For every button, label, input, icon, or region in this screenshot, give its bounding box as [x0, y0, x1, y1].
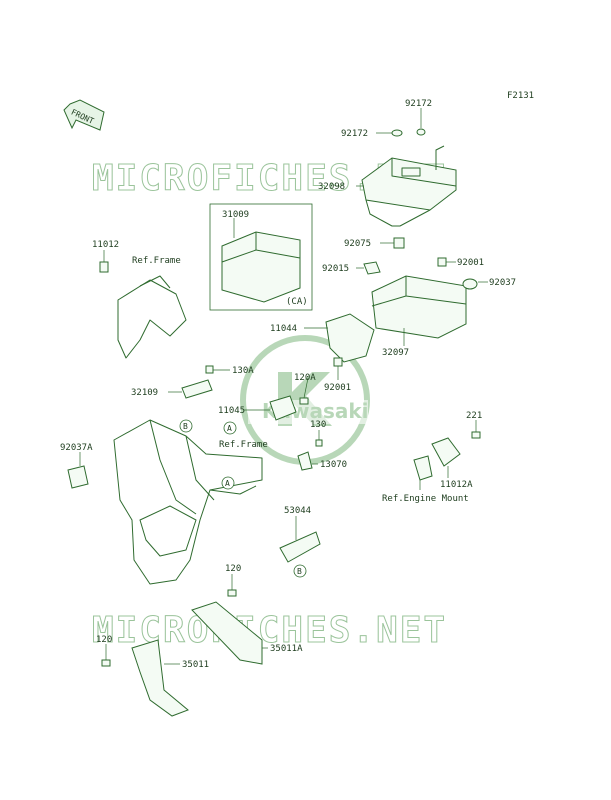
label-32097: 32097 — [382, 348, 409, 358]
svg-text:B: B — [297, 567, 302, 576]
bolt-130 — [315, 439, 323, 447]
bolt-92172-left — [391, 129, 403, 137]
bolt-120-mid — [227, 589, 237, 597]
clamp-92037 — [462, 278, 478, 290]
label-ref-frame-2: Ref.Frame — [219, 440, 268, 450]
label-32109: 32109 — [131, 388, 158, 398]
label-ref-engine-mount: Ref.Engine Mount — [382, 494, 469, 504]
cover-53044 — [279, 531, 321, 563]
bolt-120A — [299, 397, 309, 405]
label-92037: 92037 — [489, 278, 516, 288]
label-221: 221 — [466, 411, 482, 421]
bolt-221 — [471, 431, 481, 439]
main-frame — [113, 419, 263, 585]
label-92075: 92075 — [344, 239, 371, 249]
bolt-92172-top — [416, 128, 426, 136]
label-92001-mid: 92001 — [324, 383, 351, 393]
label-92015: 92015 — [322, 264, 349, 274]
label-130: 130 — [310, 420, 326, 430]
label-35011A: 35011A — [270, 644, 303, 654]
damper-92075 — [393, 237, 405, 249]
battery-case-32097 — [371, 275, 467, 339]
pad-32109 — [181, 379, 213, 399]
frame-ref-upper — [117, 275, 187, 359]
bracket-11044 — [325, 313, 375, 363]
clamp-92037A — [67, 465, 89, 489]
svg-text:B: B — [183, 422, 188, 431]
front-arrow: FRONT — [63, 99, 105, 131]
label-35011: 35011 — [182, 660, 209, 670]
figure-code: F2131 — [507, 91, 534, 101]
bracket-11045 — [269, 395, 297, 421]
label-11012A: 11012A — [440, 480, 473, 490]
callout-a-1: A — [223, 421, 237, 435]
engine-mount-ref — [413, 455, 433, 481]
label-92172-top: 92172 — [405, 99, 432, 109]
label-11044: 11044 — [270, 324, 297, 334]
label-120A: 120A — [294, 373, 316, 383]
bolt-92001-top — [437, 257, 447, 267]
label-120-left: 120 — [96, 635, 112, 645]
callout-a-2: A — [221, 476, 235, 490]
label-13070: 13070 — [320, 460, 347, 470]
plate-35011A — [191, 601, 263, 665]
pipe-11012 — [99, 261, 109, 273]
nut-92001-mid — [333, 357, 343, 367]
bolt-120-left — [101, 659, 111, 667]
label-92001-top: 92001 — [457, 258, 484, 268]
clip-13070 — [297, 451, 313, 471]
battery-case-32098 — [361, 145, 457, 227]
leader-lines — [79, 108, 488, 665]
ca-variant-box — [209, 203, 313, 311]
label-92037A: 92037A — [60, 443, 93, 453]
label-130A: 130A — [232, 366, 254, 376]
bracket-11012A — [431, 437, 461, 467]
label-ref-frame-1: Ref.Frame — [132, 256, 181, 266]
svg-text:A: A — [227, 424, 232, 433]
label-ca: (CA) — [286, 297, 308, 307]
label-53044: 53044 — [284, 506, 311, 516]
label-120-mid: 120 — [225, 564, 241, 574]
label-92172-left: 92172 — [341, 129, 368, 139]
callout-b-1: B — [179, 419, 193, 433]
bracket-92015 — [363, 261, 381, 275]
label-11012: 11012 — [92, 240, 119, 250]
callout-b-2: B — [293, 564, 307, 578]
bolt-130A — [205, 365, 214, 374]
label-32098: 32098 — [318, 182, 345, 192]
plate-35011 — [131, 639, 189, 717]
label-11045: 11045 — [218, 406, 245, 416]
svg-text:A: A — [225, 479, 230, 488]
label-31009: 31009 — [222, 210, 249, 220]
